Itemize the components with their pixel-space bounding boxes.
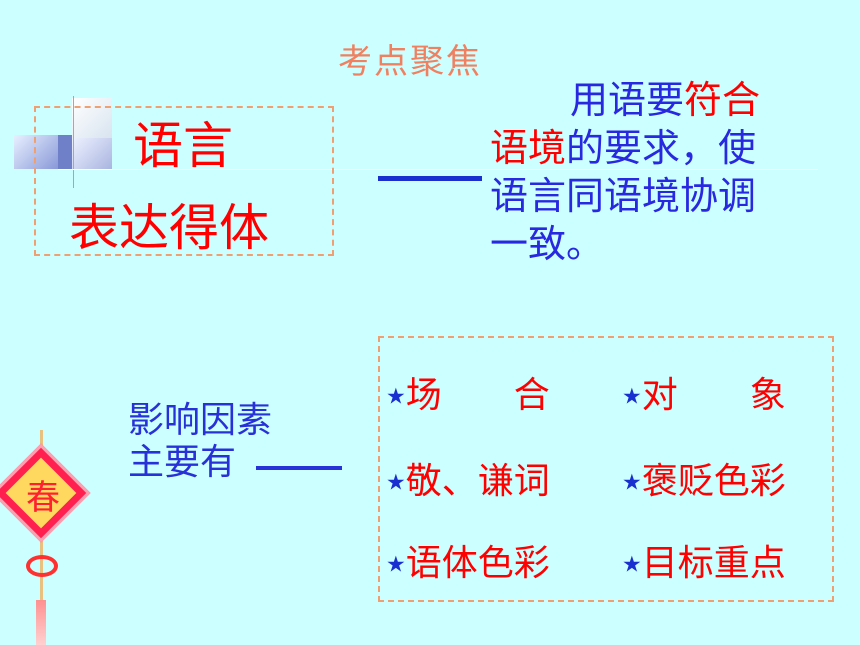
decorative-square	[72, 138, 112, 170]
topic-box	[34, 106, 334, 256]
definition-line-4: 一致。	[490, 222, 605, 266]
factors-box	[378, 336, 834, 602]
star-icon: ★	[622, 552, 642, 578]
factors-line-2: 主要有	[128, 442, 237, 483]
knot-tassel	[36, 600, 46, 645]
factors-label: 影响因素 主要有	[128, 400, 272, 484]
topic-line-1: 语言	[133, 117, 233, 175]
factor-item-connotation: ★褒贬色彩	[622, 461, 786, 502]
factors-line-1: 影响因素	[128, 400, 273, 441]
connector-dash	[256, 466, 342, 470]
definition-part-3: 语境	[490, 126, 567, 170]
connector-dash	[378, 176, 482, 181]
star-icon: ★	[386, 470, 406, 496]
star-icon: ★	[386, 552, 406, 578]
decorative-line	[73, 96, 74, 188]
star-icon: ★	[622, 470, 642, 496]
topic-line-2: 表达得体	[69, 199, 269, 257]
decorative-square	[58, 135, 72, 169]
definition-part-4: 的要求，使	[566, 126, 757, 170]
factor-item-honorifics: ★敬、谦词	[386, 461, 550, 502]
definition-text: 用语要符合 语境的要求，使 语言同语境协调 一致。	[490, 76, 800, 268]
star-icon: ★	[622, 384, 642, 410]
page-title: 考点聚焦	[338, 42, 482, 82]
definition-line-3: 语言同语境协调	[490, 174, 757, 218]
definition-part-2: 符合	[684, 78, 761, 122]
definition-part-1: 用语要	[570, 78, 685, 122]
factor-item-audience: ★对 象	[622, 375, 786, 416]
factor-item-register: ★语体色彩	[386, 543, 550, 584]
decorative-square	[72, 98, 112, 138]
decorative-square	[14, 135, 58, 169]
star-icon: ★	[386, 384, 406, 410]
decorative-line	[58, 169, 818, 170]
knot-character: 春	[26, 478, 60, 518]
knot-swirl-icon	[26, 555, 58, 577]
factor-item-focus: ★目标重点	[622, 543, 786, 584]
factor-item-occasion: ★场 合	[386, 375, 550, 416]
